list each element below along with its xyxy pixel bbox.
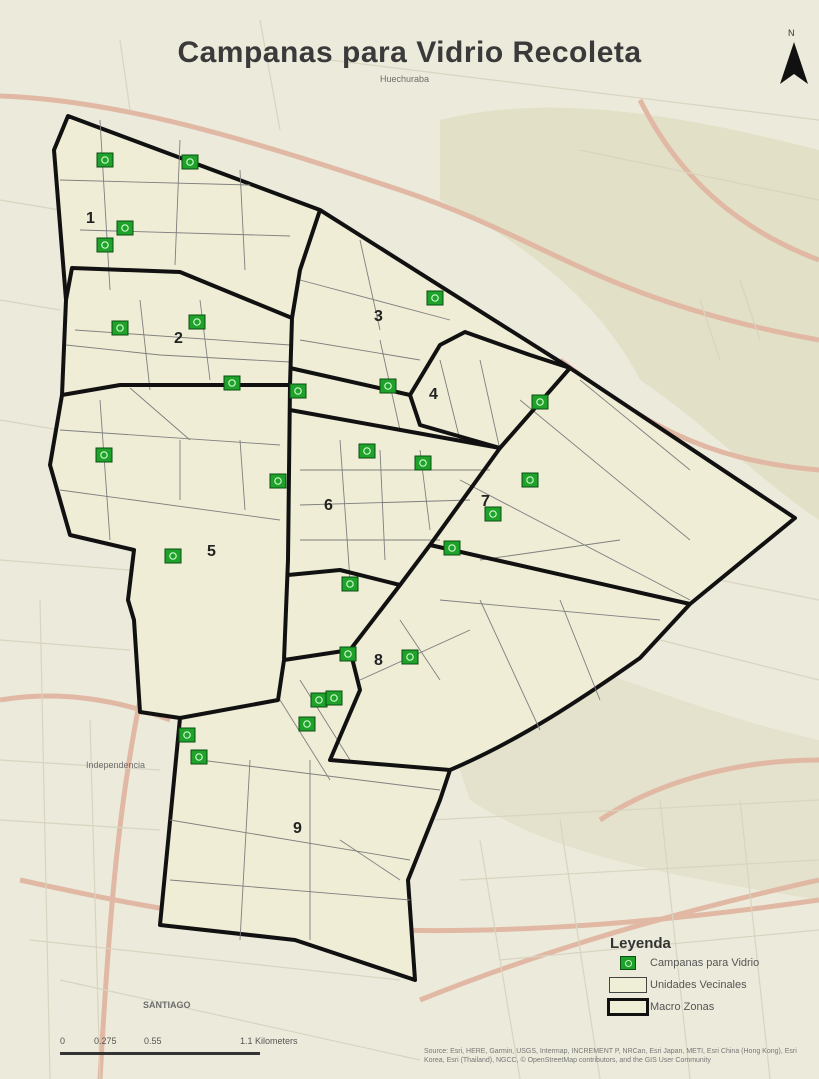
place-label-santiago: SANTIAGO xyxy=(143,1000,191,1010)
scale-bar: 0 0.275 0.55 1.1 Kilometers xyxy=(60,1036,320,1066)
glass-bin-icon xyxy=(223,375,241,391)
zone-label-2: 2 xyxy=(174,330,183,347)
legend-label-units: Unidades Vecinales xyxy=(650,979,747,991)
legend-label-bins: Campanas para Vidrio xyxy=(650,957,760,969)
glass-bin-icon xyxy=(379,378,397,394)
glass-bin-icon xyxy=(358,443,376,459)
scale-tick-0: 0 xyxy=(60,1036,66,1046)
map-title: Campanas para Vidrio Recoleta xyxy=(177,36,642,69)
glass-bin-icon xyxy=(414,455,432,471)
zone-label-8: 8 xyxy=(374,652,383,669)
scale-tick-2: 0.55 xyxy=(144,1036,162,1046)
glass-bin-icon xyxy=(111,320,129,336)
north-arrow-icon xyxy=(780,42,808,84)
legend-title: Leyenda xyxy=(610,935,671,952)
attribution: Source: Esri, HERE, Garmin, USGS, Interm… xyxy=(424,1048,797,1064)
scale-tick-1: 0.275 xyxy=(94,1036,117,1046)
unit-outline-swatch xyxy=(609,977,647,993)
macro-zones xyxy=(48,114,797,982)
glass-bin-icon xyxy=(325,690,343,706)
glass-bin-icon xyxy=(298,716,316,732)
glass-bin-icon xyxy=(96,237,114,253)
zone-label-9: 9 xyxy=(293,820,302,837)
zone-outline-swatch xyxy=(607,998,649,1016)
legend-label-zones: Macro Zonas xyxy=(650,1001,715,1013)
scale-tick-3: 1.1 Kilometers xyxy=(240,1036,298,1046)
zone-label-7: 7 xyxy=(481,493,490,510)
glass-bin-icon xyxy=(341,576,359,592)
zone-boundaries xyxy=(61,209,691,772)
glass-bin-icon xyxy=(401,649,419,665)
glass-bin-icon xyxy=(289,383,307,399)
zone-label-3: 3 xyxy=(374,308,383,325)
zone-label-4: 4 xyxy=(429,386,438,403)
glass-bin-icon xyxy=(178,727,196,743)
glass-bin-icon xyxy=(310,692,328,708)
zone-label-1: 1 xyxy=(86,210,95,227)
place-label-huechuraba: Huechuraba xyxy=(380,74,430,84)
glass-bins xyxy=(95,152,549,765)
glass-bin-icon xyxy=(531,394,549,410)
legend-item-units: Unidades Vecinales xyxy=(606,974,811,996)
place-label-independencia: Independencia xyxy=(86,760,146,770)
legend-item-bins: Campanas para Vidrio xyxy=(606,952,811,974)
glass-bin-icon xyxy=(484,506,502,522)
glass-bin-icon xyxy=(95,447,113,463)
scale-line xyxy=(60,1052,260,1055)
hill-shading xyxy=(440,107,819,520)
zone-labels: 1 2 3 4 5 6 7 8 9 xyxy=(86,210,490,837)
glass-bin-icon xyxy=(339,646,357,662)
zone-label-6: 6 xyxy=(324,497,333,514)
glass-bin-icon xyxy=(190,749,208,765)
glass-bin-icon xyxy=(620,956,636,970)
glass-bin-icon xyxy=(164,548,182,564)
glass-bin-icon xyxy=(443,540,461,556)
legend: Leyenda Campanas para Vidrio Unidades Ve… xyxy=(606,935,811,1027)
glass-bin-icon xyxy=(96,152,114,168)
north-label: N xyxy=(788,28,795,38)
legend-item-zones: Macro Zonas xyxy=(606,996,811,1018)
glass-bin-icon xyxy=(426,290,444,306)
glass-bin-icon xyxy=(269,473,287,489)
zone-label-5: 5 xyxy=(207,543,216,560)
glass-bin-icon xyxy=(181,154,199,170)
glass-bin-icon xyxy=(116,220,134,236)
glass-bin-icon xyxy=(188,314,206,330)
glass-bin-icon xyxy=(521,472,539,488)
